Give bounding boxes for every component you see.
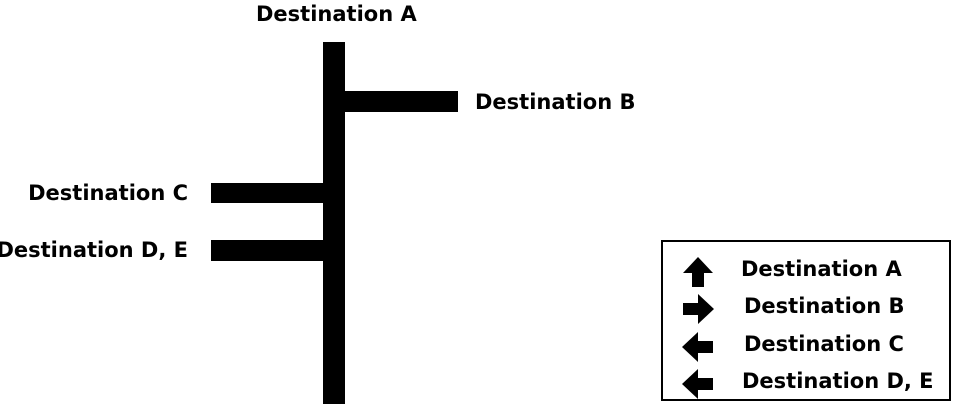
sign-row: Destination A (663, 255, 949, 287)
branch-road-c (211, 183, 323, 203)
sign-row: Destination C (663, 330, 949, 362)
branch-road-b (345, 91, 458, 112)
branch-road-de (211, 240, 323, 261)
arrow-up-icon (683, 257, 713, 287)
arrow-left-icon (682, 332, 713, 362)
sign-row-label: Destination C (744, 332, 904, 356)
sign-row: Destination B (663, 292, 949, 324)
arrow-right-icon (683, 294, 714, 324)
branch-b-label: Destination B (475, 90, 636, 114)
arrow-left-icon (682, 369, 713, 399)
sign-row: Destination D, E (663, 367, 949, 399)
sign-row-label: Destination D, E (742, 369, 934, 393)
branch-c-label: Destination C (28, 181, 188, 205)
direction-sign: Destination A Destination B Destination … (661, 240, 951, 401)
top-destination-label: Destination A (256, 2, 417, 26)
sign-row-label: Destination A (741, 257, 902, 281)
sign-row-label: Destination B (744, 294, 905, 318)
main-road (323, 42, 345, 404)
branch-de-label: Destination D, E (0, 238, 188, 262)
